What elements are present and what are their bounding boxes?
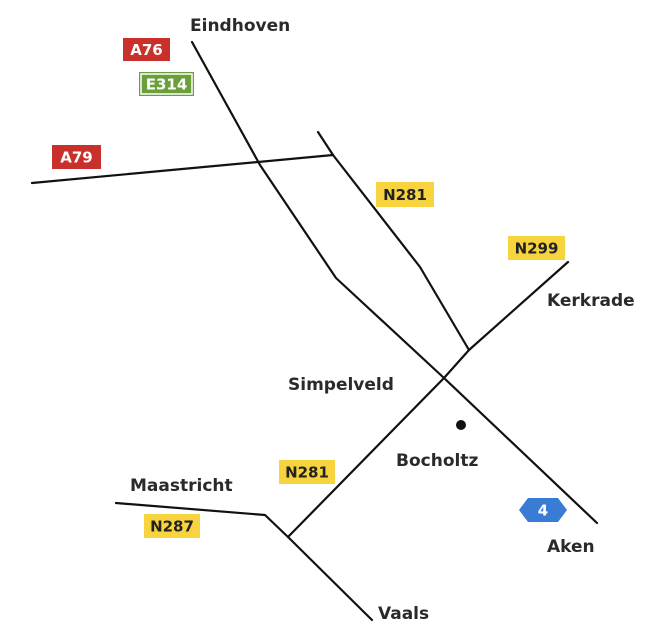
- shield-n281-north-label: N281: [383, 186, 427, 204]
- label-maastricht: Maastricht: [130, 476, 233, 496]
- shield-n281-south: N281: [279, 460, 335, 484]
- shield-a76: A76: [123, 38, 170, 61]
- road-n281-n299-diagonal: [286, 260, 570, 539]
- shield-e314: E314: [139, 72, 194, 96]
- label-eindhoven: Eindhoven: [190, 16, 290, 36]
- bocholtz-dot-icon: [456, 420, 466, 430]
- shield-n287: N287: [144, 514, 200, 538]
- shield-n281-north: N281: [376, 182, 434, 207]
- shield-a79-label: A79: [60, 149, 92, 167]
- shield-n299: N299: [508, 236, 565, 260]
- label-aken: Aken: [547, 537, 595, 557]
- road-a79: [30, 153, 335, 185]
- shield-autobahn-4: 4: [519, 498, 567, 522]
- shield-n287-label: N287: [150, 518, 194, 536]
- shield-n299-label: N299: [515, 240, 559, 258]
- autobahn-hexagon-icon: [519, 498, 567, 522]
- road-n287-maastricht-vaals: [114, 501, 374, 622]
- label-bocholtz: Bocholtz: [396, 451, 478, 471]
- road-a76-eindhoven-aken: [190, 40, 599, 525]
- shield-e314-label: E314: [146, 76, 188, 94]
- road-n281-north: [316, 130, 471, 352]
- shield-n281-south-label: N281: [285, 464, 329, 482]
- label-simpelveld: Simpelveld: [288, 375, 394, 395]
- shield-a79: A79: [52, 145, 101, 169]
- label-vaals: Vaals: [378, 604, 429, 624]
- shield-autobahn-4-label: 4: [538, 502, 548, 520]
- label-kerkrade: Kerkrade: [547, 291, 635, 311]
- shield-a76-label: A76: [130, 41, 162, 59]
